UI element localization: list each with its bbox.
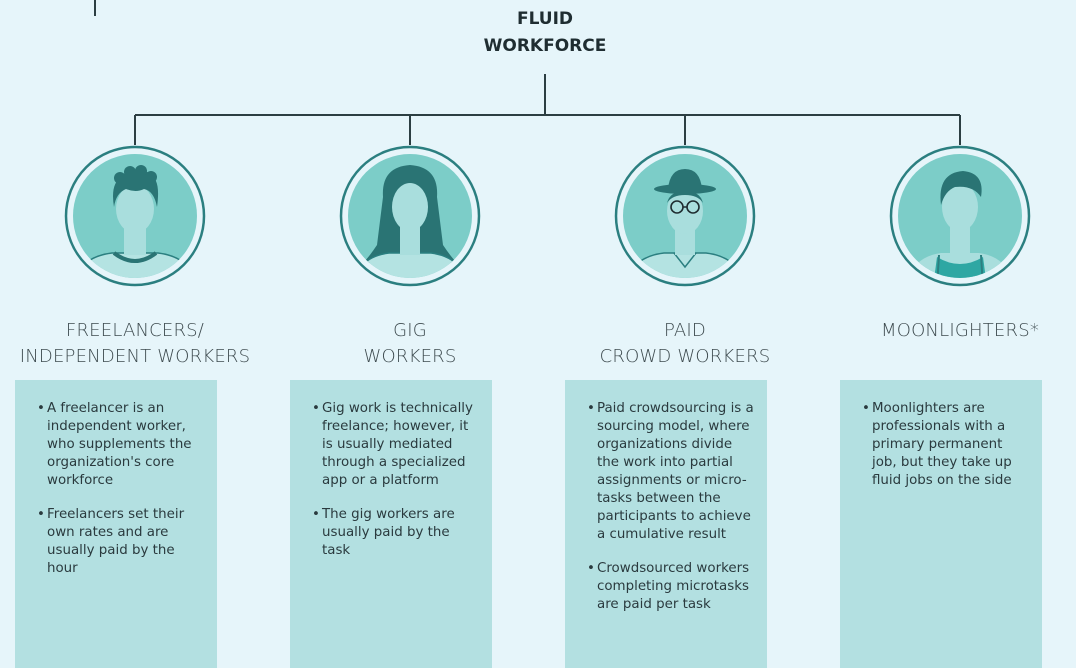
label-line-1: PAID — [664, 320, 706, 341]
category-label-freelancers: FREELANCERS/ INDEPENDENT WORKERS — [15, 318, 255, 370]
diagram-title: FLUID WORKFORCE — [445, 6, 645, 60]
category-label-moonlighters: MOONLIGHTERS* — [840, 318, 1076, 344]
bullet-item: Crowdsourced workers completing microtas… — [587, 560, 755, 614]
description-card-gig-workers: Gig work is technically freelance; howev… — [290, 380, 492, 668]
label-line-1: GIG — [393, 320, 427, 341]
bullet-item: The gig workers are usually paid by the … — [312, 506, 480, 560]
description-card-moonlighters: Moonlighters are professionals with a pr… — [840, 380, 1042, 668]
description-card-crowd-workers: Paid crowdsourcing is a sourcing model, … — [565, 380, 767, 668]
label-line-1: MOONLIGHTERS* — [880, 320, 1040, 341]
moonlighter-avatar-icon — [889, 145, 1031, 287]
bullet-item: Gig work is technically freelance; howev… — [312, 400, 480, 490]
bullet-list: A freelancer is an independent worker, w… — [37, 400, 205, 578]
description-card-freelancers: A freelancer is an independent worker, w… — [15, 380, 217, 668]
gig-worker-avatar-icon — [339, 145, 481, 287]
bullet-list: Gig work is technically freelance; howev… — [312, 400, 480, 560]
bullet-list: Paid crowdsourcing is a sourcing model, … — [587, 400, 755, 614]
label-line-2: CROWD WORKERS — [599, 346, 771, 367]
title-line-2: WORKFORCE — [483, 36, 607, 56]
label-line-2: WORKERS — [363, 346, 457, 367]
tree-connectors — [134, 74, 961, 145]
label-line-2: INDEPENDENT WORKERS — [19, 346, 251, 367]
root-connector-line — [94, 0, 96, 16]
freelancer-avatar-icon — [64, 145, 206, 287]
bullet-list: Moonlighters are professionals with a pr… — [862, 400, 1030, 490]
bullet-item: Moonlighters are professionals with a pr… — [862, 400, 1030, 490]
title-line-1: FLUID — [516, 9, 574, 29]
bullet-item: Freelancers set their own rates and are … — [37, 506, 205, 578]
label-line-1: FREELANCERS/ — [65, 320, 205, 341]
category-label-gig-workers: GIG WORKERS — [290, 318, 530, 370]
category-label-crowd-workers: PAID CROWD WORKERS — [565, 318, 805, 370]
bullet-item: Paid crowdsourcing is a sourcing model, … — [587, 400, 755, 544]
crowd-worker-avatar-icon — [614, 145, 756, 287]
bullet-item: A freelancer is an independent worker, w… — [37, 400, 205, 490]
